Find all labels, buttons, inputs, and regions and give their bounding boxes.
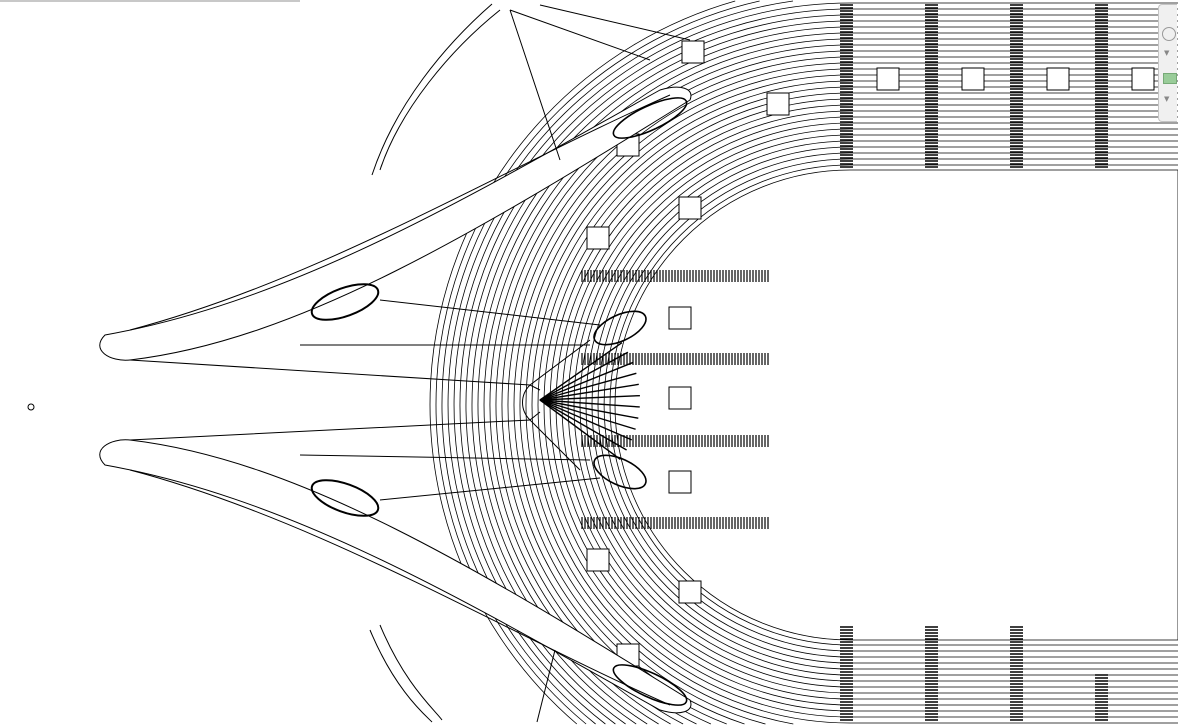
outer-arc-beam <box>371 3 501 176</box>
column-square <box>586 226 610 250</box>
cable-line <box>539 361 633 401</box>
straight-seating-tiers <box>850 2 1178 724</box>
column-square <box>681 40 705 64</box>
joint-ring <box>612 97 688 139</box>
title-bar-strip <box>0 0 300 2</box>
tier-arc <box>561 116 851 694</box>
tier-arc <box>537 92 851 718</box>
column-square <box>678 196 702 220</box>
dropdown-arrow-icon[interactable]: ▼ <box>1164 49 1170 57</box>
navigation-bar[interactable]: ▼ ▼ <box>1158 4 1177 122</box>
pan-icon[interactable] <box>1163 73 1177 84</box>
joint-ring <box>593 310 647 346</box>
tier-arc <box>573 128 851 682</box>
column-square <box>668 470 692 494</box>
cable-line <box>539 372 637 401</box>
hatched-aisles <box>581 4 1108 721</box>
cable-line <box>539 399 621 461</box>
cable-line <box>539 399 639 419</box>
column-square <box>961 67 985 91</box>
lower-canopy-arm <box>99 439 692 714</box>
column-square <box>876 67 900 91</box>
tier-arc <box>543 98 851 712</box>
cable-line <box>539 399 632 441</box>
cable-line <box>539 342 623 401</box>
arena-void <box>614 169 1178 641</box>
origin-marker <box>27 403 35 411</box>
column-square <box>766 92 790 116</box>
cable-line <box>539 399 627 451</box>
joint-ring <box>593 454 647 490</box>
central-node <box>522 339 591 471</box>
cable-line <box>539 399 640 408</box>
column-square <box>678 580 702 604</box>
cable-fan <box>539 342 640 461</box>
tie-line <box>509 4 691 723</box>
cable-line <box>539 351 629 401</box>
dropdown-arrow-icon[interactable]: ▼ <box>1164 95 1170 103</box>
cable-line <box>539 399 636 430</box>
joint-ring <box>310 479 380 517</box>
cable-line <box>539 383 639 401</box>
canopy-structure <box>27 3 692 723</box>
lower-canopy-arm-inner <box>129 469 671 706</box>
column-square <box>1046 67 1070 91</box>
outer-arc-beam <box>369 624 443 723</box>
cable-line <box>539 394 640 401</box>
tier-arc <box>591 146 851 664</box>
tier-arc <box>531 86 851 724</box>
tier-arc <box>597 152 851 658</box>
tier-arc <box>525 80 851 725</box>
column-square <box>668 386 692 410</box>
tier-arc <box>585 140 851 670</box>
column-square <box>586 548 610 572</box>
column-square <box>668 306 692 330</box>
tier-arc <box>579 134 851 676</box>
upper-canopy-arm <box>99 86 692 361</box>
tier-arc <box>501 56 851 725</box>
column-square <box>1131 67 1155 91</box>
tier-arc <box>507 62 851 725</box>
upper-canopy-arm-inner <box>129 94 671 331</box>
joint-ring <box>612 664 688 706</box>
joint-ring <box>310 283 380 321</box>
steering-wheel-icon[interactable] <box>1162 27 1176 41</box>
